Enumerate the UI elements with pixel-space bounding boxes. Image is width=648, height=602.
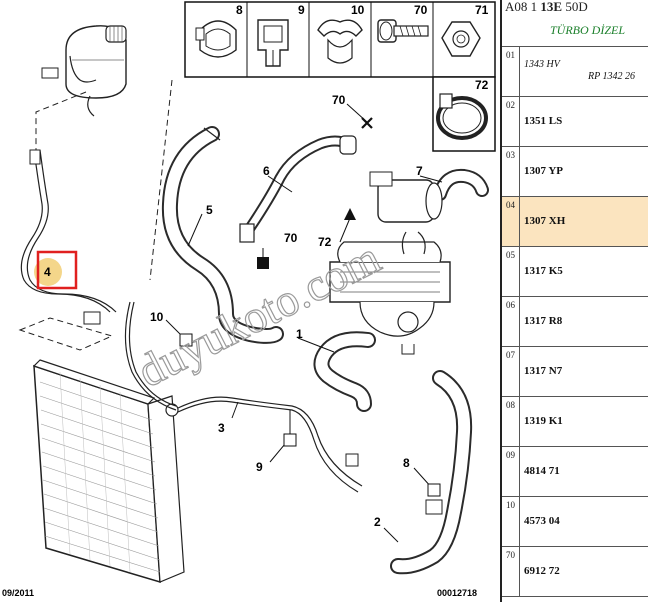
callout-8[interactable]: 8 [403,456,410,470]
header-bold: 13E [540,0,563,14]
part-row-code: 1317 K5 [524,265,563,277]
radiator-icon [32,359,185,584]
header-suffix: 50D [562,0,588,14]
part-row-index: 01 [502,47,520,96]
part-row[interactable]: 70 6912 72 [502,547,648,597]
inset-label-9: 9 [298,3,305,17]
part-row-code: 1317 R8 [524,315,563,327]
part-row-index: 05 [502,247,520,296]
part-row-index: 07 [502,347,520,396]
panel-header: A08 1 13E 50D [502,0,648,14]
part-row[interactable]: 05 1317 K5 [502,247,648,297]
callout-72[interactable]: 72 [318,235,332,249]
hose-7-icon[interactable] [433,168,489,201]
part-row-code: 6912 72 [524,565,560,577]
part-row-code: 1307 XH [524,215,566,227]
panel-subtitle: TÜRBO DİZEL [502,14,648,47]
part-row-index: 06 [502,297,520,346]
part-row[interactable]: 06 1317 R8 [502,297,648,347]
hose-2-icon[interactable] [390,370,473,575]
part-8-clamp-icon[interactable] [195,20,237,58]
part-row[interactable]: 07 1317 N7 [502,347,648,397]
inset-label-10: 10 [351,3,365,17]
part-row-code: 1351 LS [524,115,563,127]
small-parts-inset: 8 9 10 70 71 72 [184,1,496,152]
inset-label-8: 8 [236,3,243,17]
part-list-panel: A08 1 13E 50D TÜRBO DİZEL 01 1343 HV RP 13… [500,0,648,602]
part-70-bolt-icon[interactable] [377,19,429,43]
part-list: 01 1343 HV RP 1342 26 02 1351 LS 03 1307 YP 04 1… [502,47,648,597]
hose-3-icon[interactable] [124,301,363,493]
clip-marker-10-icon [179,333,193,347]
callout-6[interactable]: 6 [263,164,270,178]
part-row[interactable]: 01 1343 HV RP 1342 26 [502,47,648,97]
part-row-index: 04 [502,197,520,246]
water-outlet-housing-icon [329,171,451,355]
inset-label-70: 70 [414,3,428,17]
part-row-index: 02 [502,97,520,146]
part-row-code: 4814 71 [524,465,560,477]
header-prefix: A08 1 [505,0,541,14]
clip-marker-9-icon [283,433,297,447]
leader-dash-bracket [18,317,114,351]
part-row-code: 4573 04 [524,515,560,527]
expansion-tank-icon [41,25,127,117]
part-row-index: 08 [502,397,520,446]
inset-label-71: 71 [475,3,489,17]
part-row[interactable]: 02 1351 LS [502,97,648,147]
callout-5[interactable]: 5 [206,203,213,217]
hose-6-icon[interactable] [239,135,357,243]
part-9-clip-icon[interactable] [257,19,289,67]
part-72-hose-clamp-icon[interactable] [436,93,488,140]
watermark-text: duyukoto.com [129,231,388,397]
callout-2[interactable]: 2 [374,515,381,529]
callout-70-top[interactable]: 70 [332,93,346,107]
callout-4-box [36,250,78,290]
inset-label-72: 72 [475,78,489,92]
part-row-index: 10 [502,497,520,546]
part-row-code: 1343 HV [524,59,560,70]
part-row[interactable]: 03 1307 YP [502,147,648,197]
part-10-clip-icon[interactable] [317,19,363,64]
callout-4-highlight[interactable]: 4 [34,250,78,290]
leader-dash-center [149,79,173,281]
part-row-code: 1319 K1 [524,415,563,427]
footer-date: 09/2011 [2,588,34,598]
part-row[interactable]: 08 1319 K1 [502,397,648,447]
leader-dash-tank [35,91,87,150]
part-row-index: 09 [502,447,520,496]
callout-1[interactable]: 1 [296,327,303,341]
part-71-nut-icon[interactable] [441,21,481,57]
parts-diagram: 8 9 10 70 71 72 4 [2,1,496,598]
callout-10[interactable]: 10 [150,310,164,324]
part-row[interactable]: 10 4573 04 [502,497,648,547]
footer-reference: 00012718 [437,588,477,598]
part-row-note: RP 1342 26 [588,71,636,82]
callout-4-fill [34,258,62,286]
clip-marker-8-icon [427,483,441,497]
fixing-marker-triangle-icon [344,208,356,220]
hose-5-icon[interactable] [161,126,284,344]
part-row-code: 1317 N7 [524,365,563,377]
hose-4-icon[interactable] [20,149,117,325]
callout-3[interactable]: 3 [218,421,225,435]
part-row[interactable]: 09 4814 71 [502,447,648,497]
part-row-code: 1307 YP [524,165,564,177]
part-row[interactable]: 04 1307 XH [502,197,648,247]
part-row-index: 70 [502,547,520,596]
part-row-index: 03 [502,147,520,196]
hose-1-icon[interactable] [313,331,376,412]
fixing-marker-square-icon [257,257,269,269]
callout-70-lower[interactable]: 70 [284,231,298,245]
callout-9[interactable]: 9 [256,460,263,474]
callout-4: 4 [44,265,51,279]
callout-7[interactable]: 7 [416,164,423,178]
